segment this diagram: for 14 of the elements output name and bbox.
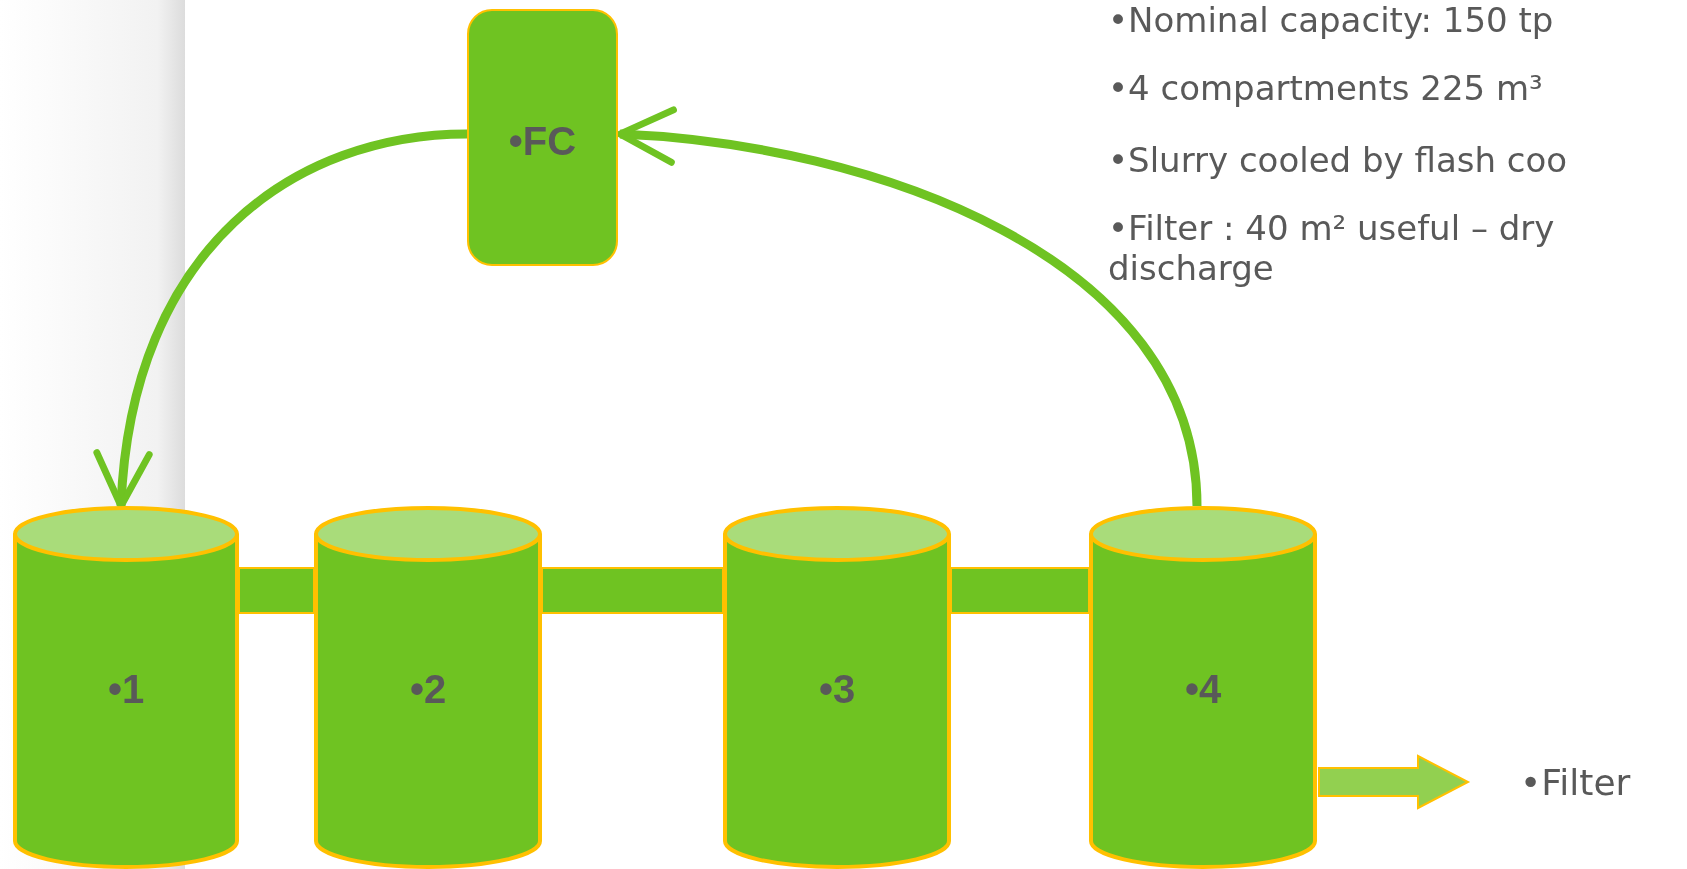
pipe-connector — [238, 567, 315, 614]
output-label: •Filter — [1520, 761, 1632, 805]
node-label: •FC — [507, 119, 578, 163]
note-text: •Slurry cooled by flash coo — [1108, 140, 1569, 180]
block-arrow — [1318, 754, 1471, 810]
note-text: •4 compartments 225 m³ — [1108, 68, 1544, 108]
note-text: •Filter : 40 m² useful – dry discharge — [1108, 208, 1556, 288]
pipe-connector — [541, 567, 724, 614]
node-label: •3 — [817, 667, 857, 711]
note-text: •Nominal capacity: 150 tp — [1108, 0, 1555, 40]
node-label: •2 — [408, 667, 448, 711]
node-label: •4 — [1183, 667, 1223, 711]
pipe-connector — [950, 567, 1090, 614]
node-label: •1 — [106, 667, 146, 711]
